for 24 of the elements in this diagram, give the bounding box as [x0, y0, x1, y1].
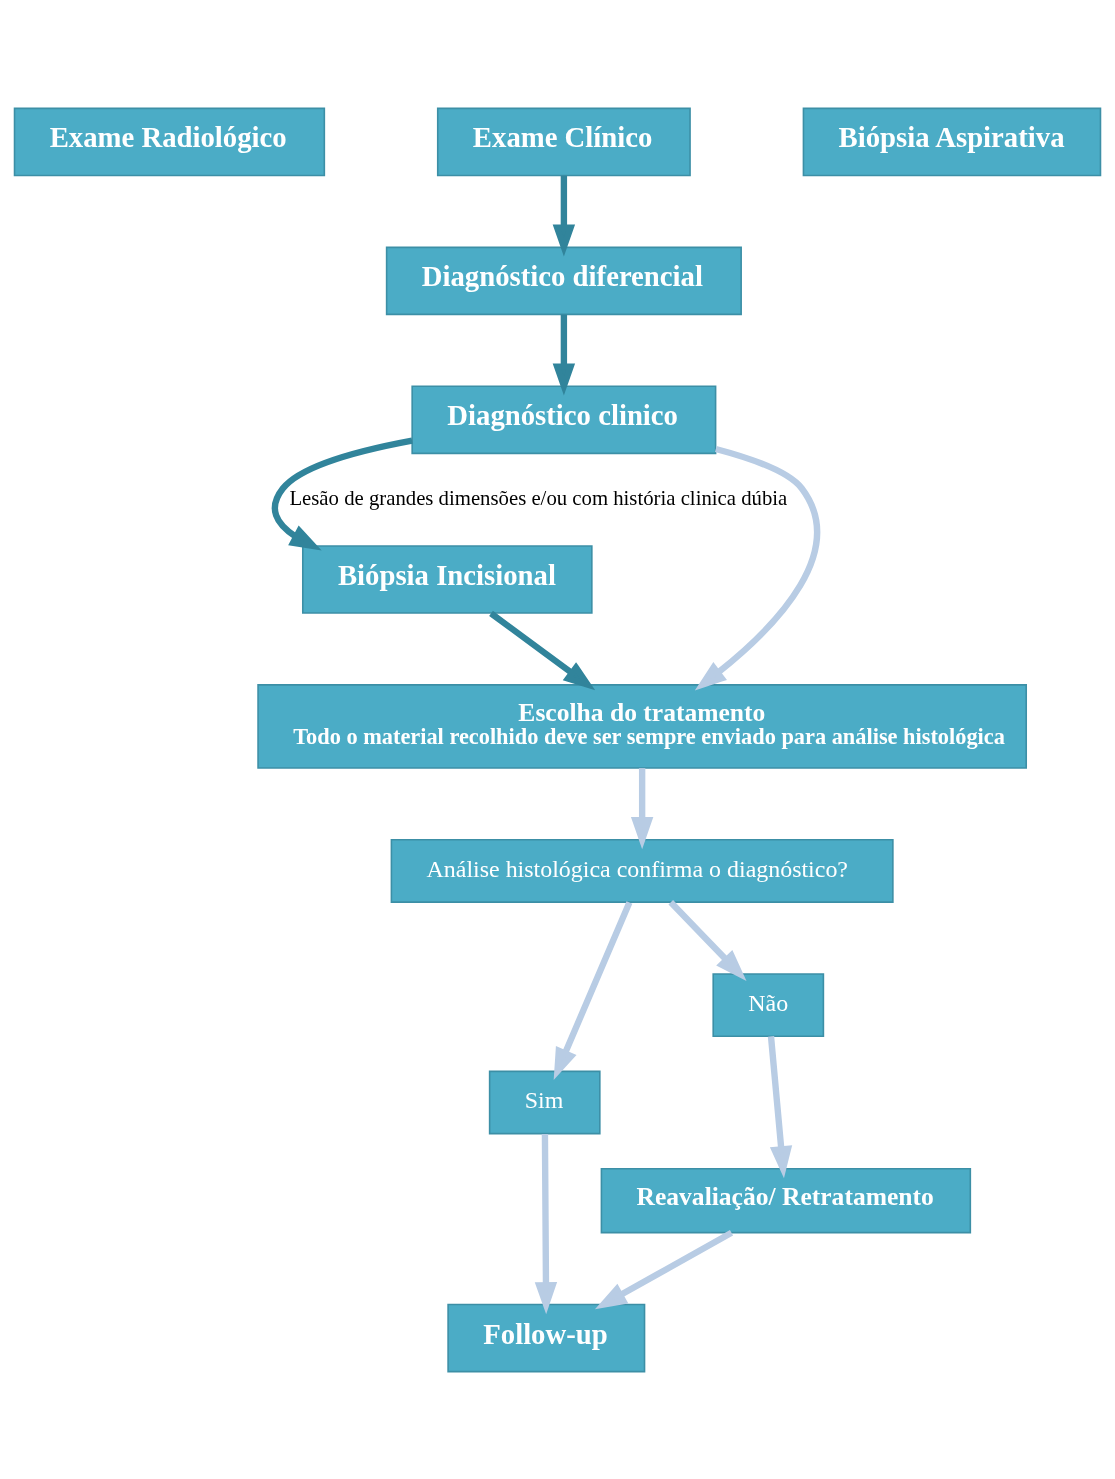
node-box: Escolha do tratamento Todo o material recolhido deve ser sempre enviado para análise histológica — [257, 683, 1027, 769]
node-box: Análise histológica confirma o diagnóstico? — [390, 838, 894, 903]
arrow — [594, 1229, 734, 1309]
node-box: Exame Clínico — [436, 107, 691, 176]
arrow — [489, 610, 596, 690]
arrow — [552, 314, 576, 395]
edge-label: Lesão de grandes dimensões e/ou com história clinica dúbia — [289, 486, 788, 509]
node-box: Diagnóstico clinico — [411, 384, 717, 454]
arrow — [767, 1035, 793, 1178]
arrow — [534, 1133, 558, 1314]
node-box: Follow-up — [447, 1303, 646, 1372]
arrow — [271, 436, 413, 550]
arrow — [694, 445, 821, 690]
node-box: Não — [712, 972, 825, 1037]
node-box: Biópsia Incisional — [301, 544, 593, 614]
node-box: Reavaliação/ Retratamento — [600, 1167, 972, 1233]
arrow — [630, 767, 654, 849]
node-box: Diagnóstico diferencial — [385, 246, 742, 315]
node-box: Exame Radiológico — [13, 107, 326, 176]
node-box: Biópsia Aspirativa — [802, 107, 1102, 176]
node-box: Sim — [488, 1070, 601, 1134]
arrow — [668, 899, 747, 981]
arrow — [552, 175, 576, 257]
arrow — [553, 900, 633, 1080]
